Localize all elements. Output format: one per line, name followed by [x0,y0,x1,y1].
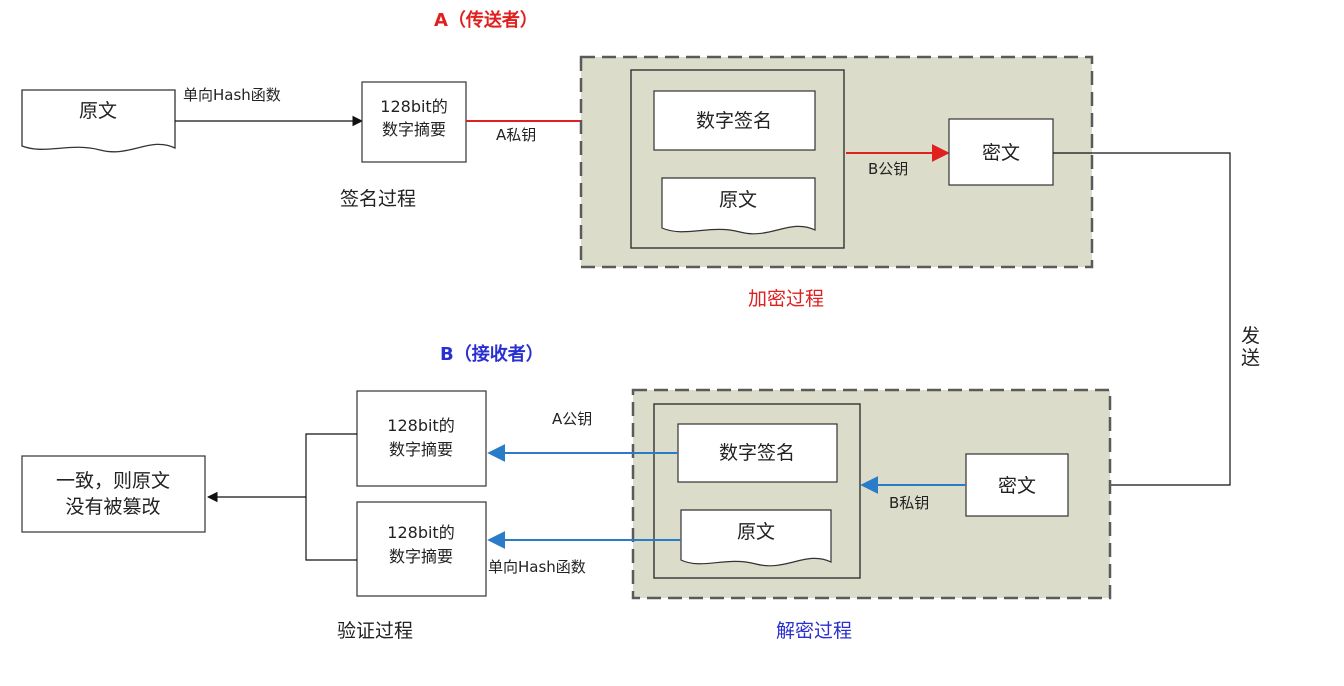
original-document-decrypt-label: 原文 [737,521,775,543]
send-label-top: 发 [1241,325,1260,347]
sender-title: A（传送者） [434,9,538,31]
ciphertext-box-receiver [965,453,1069,517]
result-box [21,455,206,533]
digest-box-sender-line2: 数字摘要 [382,120,446,139]
a-public-key-label: A公钥 [552,410,592,428]
digital-signature-label-decrypt: 数字签名 [719,442,795,464]
digital-signature-box-encrypt [653,90,816,151]
digest-box-receiver-top-line2: 数字摘要 [389,440,453,459]
ciphertext-box-sender [948,118,1054,186]
b-private-key-label: B私钥 [889,494,929,512]
ciphertext-label-receiver: 密文 [998,475,1036,497]
original-document-encrypt [661,177,816,235]
original-document-decrypt [680,509,832,567]
digital-signature-box-decrypt [677,423,838,483]
ciphertext-label-sender: 密文 [982,142,1020,164]
digest-box-sender: 128bit的 数字摘要 [361,81,467,163]
digest-box-receiver-top-line1: 128bit的 [387,416,454,435]
comparison-bracket [305,433,357,561]
digest-box-receiver-bottom: 128bit的 数字摘要 [356,501,487,597]
sign-process-label: 签名过程 [340,188,416,210]
digital-signature-label-encrypt: 数字签名 [696,110,772,132]
a-private-key-label: A私钥 [496,126,536,144]
hash-label-sender: 单向Hash函数 [183,86,281,104]
encrypt-process-label: 加密过程 [748,288,824,310]
original-document-encrypt-label: 原文 [719,189,757,211]
result-line1: 一致，则原文 [56,470,170,492]
decryption-panel: 数字签名 原文 [631,388,1112,600]
verify-process-label: 验证过程 [337,620,413,642]
b-public-key-label: B公钥 [868,160,908,178]
original-document-source-label: 原文 [79,100,117,122]
digest-box-receiver-bottom-line2: 数字摘要 [389,547,453,566]
send-label-bottom: 送 [1241,347,1260,369]
send-connector [1053,152,1231,491]
digest-box-receiver-bottom-line1: 128bit的 [387,523,454,542]
receiver-title: B（接收者） [440,343,544,365]
original-document-source: 原文 [21,89,176,153]
hash-label-receiver: 单向Hash函数 [488,558,586,576]
decrypt-process-label: 解密过程 [776,620,852,642]
digest-box-receiver-top: 128bit的 数字摘要 [356,390,487,487]
result-line2: 没有被篡改 [65,496,160,518]
digest-box-sender-line1: 128bit的 [380,97,447,116]
